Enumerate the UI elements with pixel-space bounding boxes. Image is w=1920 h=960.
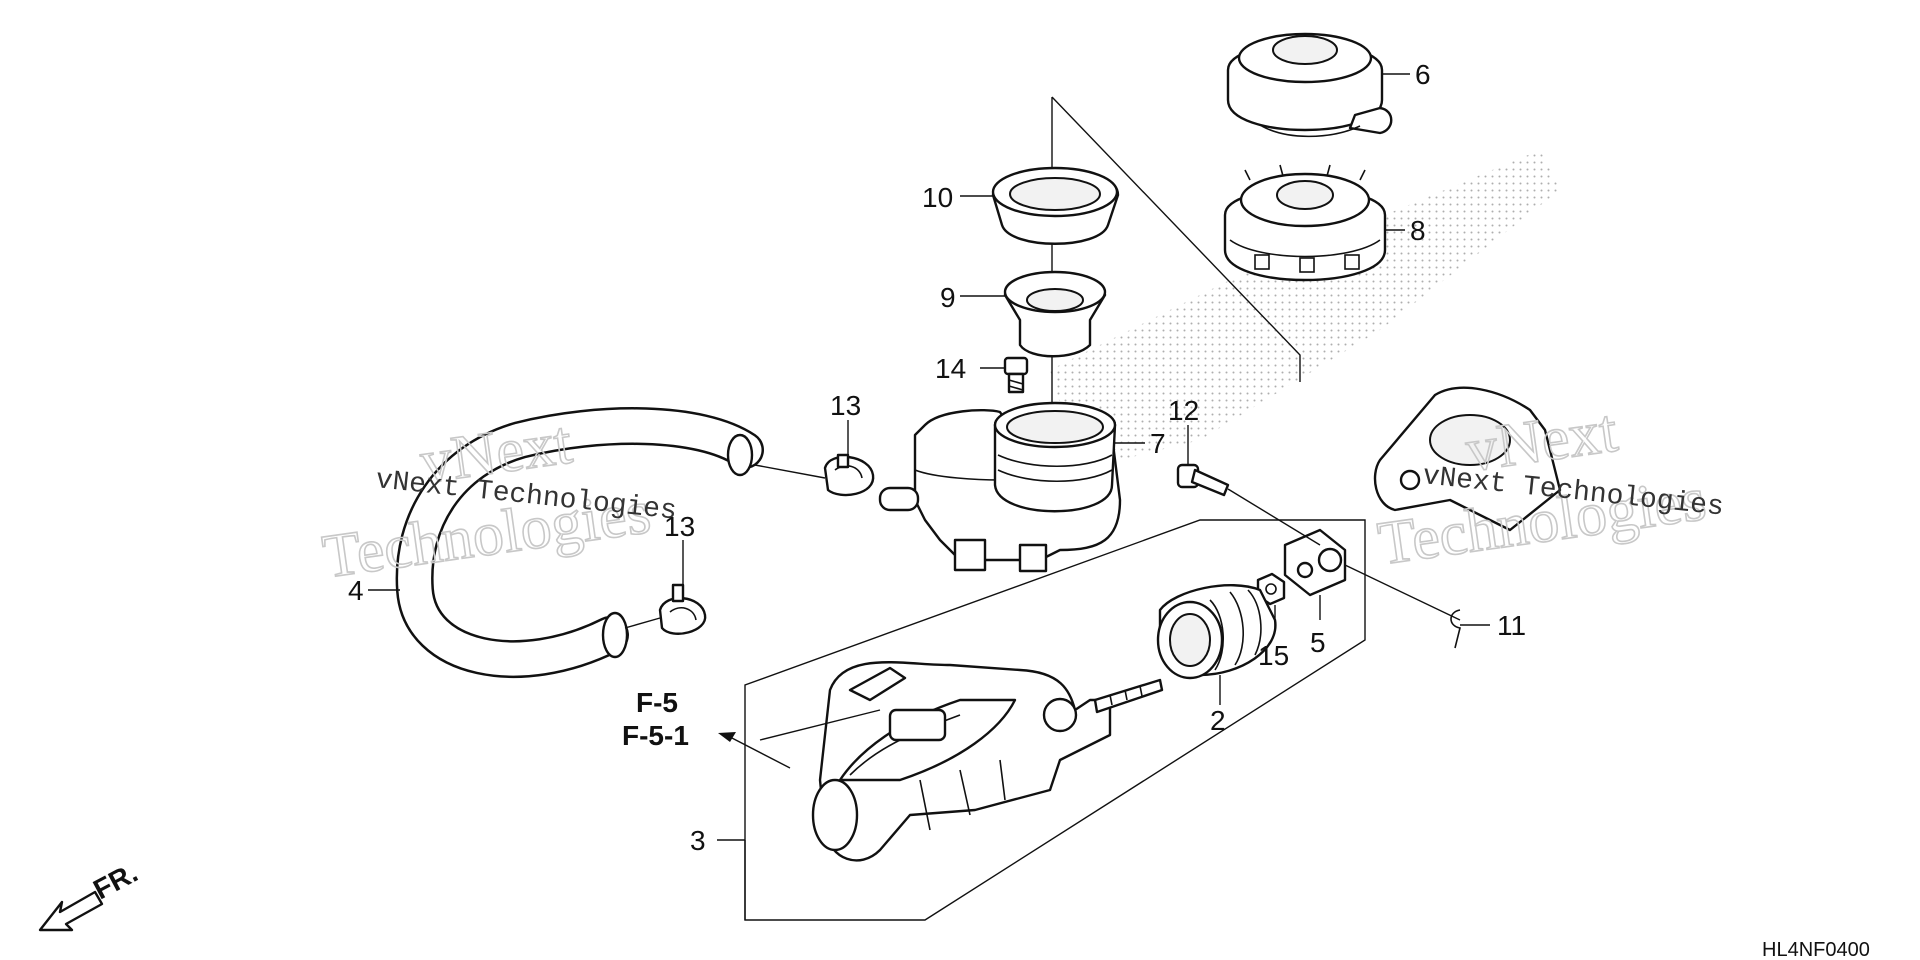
reference-f5-1[interactable]: F-5-1	[622, 720, 689, 751]
master-cylinder-part[interactable]	[811, 661, 1164, 862]
callout-2: 2	[1210, 705, 1226, 736]
hose-part[interactable]	[395, 407, 764, 679]
callout-4: 4	[348, 575, 364, 606]
reference-f5[interactable]: F-5	[636, 687, 678, 718]
mounting-bracket-part[interactable]	[1373, 386, 1562, 532]
cotter-pin-part[interactable]	[1450, 609, 1461, 649]
group-outline	[744, 96, 1366, 921]
diaphragm-part[interactable]	[991, 166, 1120, 245]
callout-13-lower: 13	[664, 511, 695, 542]
diagram-code: HL4NF0400	[1762, 939, 1870, 960]
clevis-joint-part[interactable]	[1283, 528, 1347, 597]
callout-13-upper: 13	[830, 390, 861, 421]
push-rod-boot-part[interactable]	[1156, 584, 1277, 680]
float-plate-part[interactable]	[1003, 270, 1107, 358]
callout-8: 8	[1410, 215, 1426, 246]
callout-5: 5	[1310, 627, 1326, 658]
reservoir-part[interactable]	[878, 401, 1122, 573]
lower-hose-clamp-part[interactable]	[658, 583, 707, 635]
callout-10: 10	[922, 182, 953, 213]
leader-lines	[368, 73, 1490, 841]
pin-bolt-part[interactable]	[1176, 463, 1230, 497]
callout-12: 12	[1168, 395, 1199, 426]
callout-6: 6	[1415, 59, 1431, 90]
cap-plate-part[interactable]	[1223, 164, 1387, 282]
callout-labels: 6 8 10 9 14 7 13 13 12 5 15 11 2 4 3	[348, 59, 1526, 856]
callout-15: 15	[1258, 640, 1289, 671]
callout-14: 14	[935, 353, 966, 384]
callout-11: 11	[1497, 610, 1526, 641]
upper-hose-clamp-part[interactable]	[823, 453, 875, 497]
callout-9: 9	[940, 282, 956, 313]
callout-3: 3	[690, 825, 706, 856]
callout-7: 7	[1150, 428, 1166, 459]
reservoir-cap-part[interactable]	[1226, 32, 1393, 138]
shading-band	[1050, 150, 1560, 470]
front-direction-arrow: FR.	[38, 857, 143, 932]
screw-part[interactable]	[1003, 356, 1029, 394]
